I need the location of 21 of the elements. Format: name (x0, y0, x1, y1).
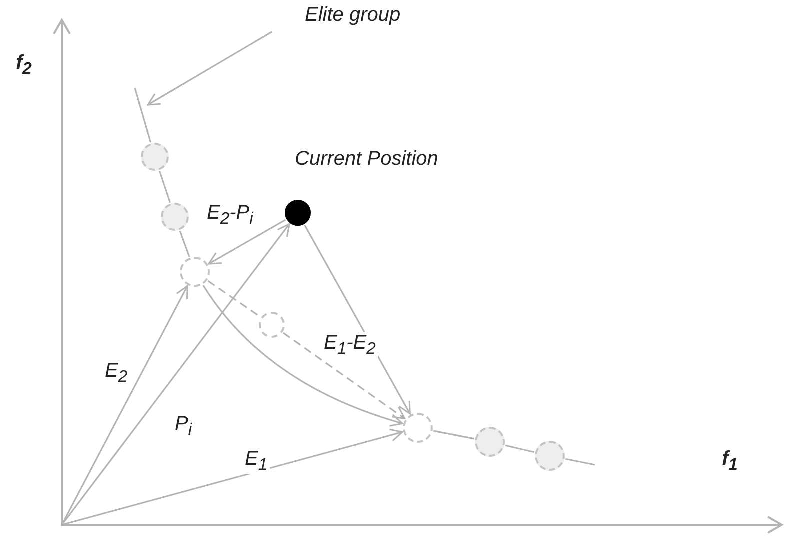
callout-label: Elite group (305, 4, 401, 26)
arrow (202, 285, 404, 427)
curve-line (179, 230, 190, 258)
arrow (62, 428, 404, 526)
curve-line (158, 170, 172, 204)
axis-label: f$_{2}$ (16, 52, 32, 78)
point-label: Current Position (295, 148, 438, 170)
edge-label: E$_{1}$-E$_{2}$ (322, 332, 378, 358)
arrow (61, 223, 290, 526)
curve-line (434, 430, 474, 440)
curve-line (208, 280, 261, 318)
axis-label: f$_{1}$ (722, 448, 738, 474)
curve-line (505, 444, 535, 454)
curve-line (566, 458, 596, 466)
arrow (282, 332, 406, 420)
arrow (304, 224, 411, 415)
arrow (208, 219, 286, 265)
curve-line (134, 88, 152, 143)
edge-label: E$_{1}$ (243, 448, 270, 474)
arrow (61, 285, 188, 526)
leader-line (147, 31, 272, 106)
